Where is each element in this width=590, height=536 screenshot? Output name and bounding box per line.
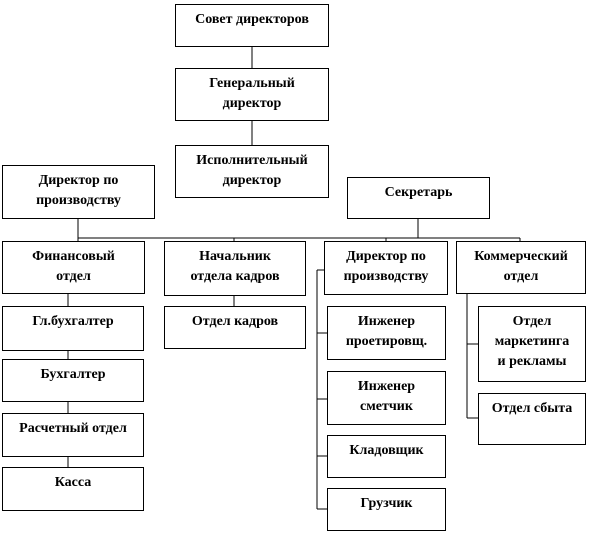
node-cashier-label: Касса: [54, 475, 92, 490]
node-financial-dept: Финансовый отдел: [2, 241, 145, 294]
node-chief-accountant-label: Гл.бухгалтер: [32, 314, 114, 329]
node-sales-dept: Отдел сбыта: [478, 393, 586, 445]
node-executive-director: Исполнительный директор: [175, 145, 329, 198]
node-design-engineer: Инженер проетировщ.: [327, 306, 446, 360]
node-production-director-top-label: Директор по производству: [36, 173, 121, 208]
node-settlement-dept: Расчетный отдел: [2, 413, 144, 457]
node-storekeeper: Кладовщик: [327, 435, 446, 478]
node-board-label: Совет директоров: [195, 12, 309, 27]
node-production-director: Директор по производству: [324, 241, 448, 295]
node-production-director-top: Директор по производству: [2, 165, 155, 219]
node-executive-director-label: Исполнительный директор: [196, 153, 308, 188]
node-cashier: Касса: [2, 467, 144, 511]
node-estimator-engineer: Инженер сметчик: [327, 371, 446, 425]
node-accountant-label: Бухгалтер: [40, 367, 106, 382]
node-loader: Грузчик: [327, 488, 446, 531]
node-general-director-label: Генеральный директор: [209, 76, 295, 111]
node-secretary-label: Секретарь: [384, 185, 453, 200]
node-accountant: Бухгалтер: [2, 359, 144, 402]
node-sales-dept-label: Отдел сбыта: [491, 401, 573, 416]
node-commercial-dept: Коммерческий отдел: [456, 241, 586, 294]
node-hr-dept-label: Отдел кадров: [191, 314, 279, 329]
node-chief-accountant: Гл.бухгалтер: [2, 306, 144, 351]
node-marketing-dept: Отдел маркетинга и рекламы: [478, 306, 586, 382]
node-estimator-engineer-label: Инженер сметчик: [357, 379, 416, 414]
node-hr-dept: Отдел кадров: [164, 306, 306, 349]
node-production-director-label: Директор по производству: [343, 249, 429, 284]
node-financial-dept-label: Финансовый отдел: [32, 249, 115, 284]
node-general-director: Генеральный директор: [175, 68, 329, 121]
node-settlement-dept-label: Расчетный отдел: [19, 421, 127, 436]
node-hr-head-label: Начальник отдела кадров: [190, 249, 280, 284]
node-secretary: Секретарь: [347, 177, 490, 219]
node-hr-head: Начальник отдела кадров: [164, 241, 306, 296]
node-commercial-dept-label: Коммерческий отдел: [474, 249, 568, 284]
node-storekeeper-label: Кладовщик: [349, 443, 424, 458]
node-loader-label: Грузчик: [360, 496, 413, 511]
node-marketing-dept-label: Отдел маркетинга и рекламы: [494, 314, 570, 369]
node-board: Совет директоров: [175, 4, 329, 47]
node-design-engineer-label: Инженер проетировщ.: [345, 314, 428, 349]
